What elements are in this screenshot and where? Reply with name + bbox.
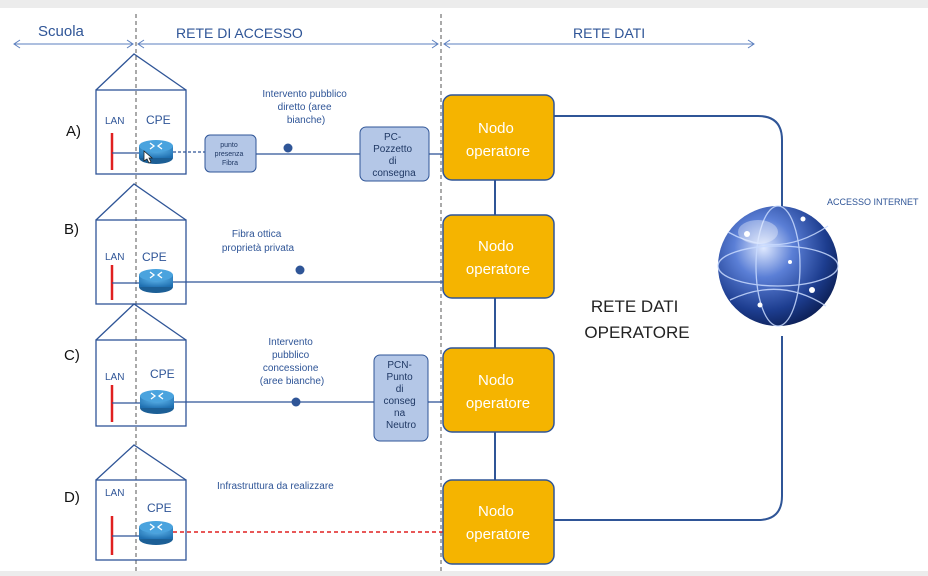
punto-presenza-fibra-label: punto presenza Fibra [215, 142, 246, 167]
header-rete-accesso: RETE DI ACCESSO [176, 25, 303, 41]
node-operatore-c: Nodo operatore [442, 347, 555, 433]
pc-pozzetto-box [359, 126, 430, 182]
globe-icon [717, 205, 839, 327]
header-scuola: Scuola [38, 23, 85, 40]
row-c-cpe-label: CPE [150, 367, 175, 381]
row-b-dot [295, 265, 305, 275]
node-operatore-b: Nodo operatore [442, 214, 555, 299]
row-c-dot [291, 397, 301, 407]
row-d-note: Infrastruttura da realizzare [217, 481, 334, 492]
svg-text:Nodo operatore: Nodo operatore [466, 238, 530, 278]
row-a-cpe-label: CPE [146, 113, 171, 127]
houses [95, 53, 187, 561]
row-c-label: C) [64, 347, 80, 364]
rete-dati-operatore-label: RETE DATI OPERATORE [584, 297, 689, 342]
router-icon [139, 269, 173, 293]
svg-text:Nodo operatore: Nodo operatore [466, 503, 530, 543]
row-b-label: B) [64, 221, 79, 238]
row-a-dot [283, 143, 293, 153]
row-b-note: Fibra ottica proprietà privata [222, 229, 295, 254]
access-lines [173, 151, 443, 403]
header-arrows [13, 39, 755, 49]
row-c-lan-label: LAN [105, 372, 124, 383]
header-rete-dati: RETE DATI [573, 25, 645, 41]
row-c-note: Intervento pubblico concessione (aree bi… [260, 337, 324, 387]
row-a-lan-label: LAN [105, 116, 124, 127]
row-b-cpe-label: CPE [142, 250, 167, 264]
row-b-lan-label: LAN [105, 252, 124, 263]
router-icon [140, 390, 174, 414]
operator-backbone [494, 115, 783, 521]
node-operatore-d: Nodo operatore [442, 479, 555, 565]
row-d-lan-label: LAN [105, 488, 124, 499]
pcn-punto-neutro-box [373, 354, 429, 442]
hand-cursor-icon [143, 150, 154, 164]
row-a-label: A) [66, 123, 81, 140]
svg-text:Nodo operatore: Nodo operatore [466, 372, 530, 412]
pcn-punto-neutro-label: PCN- Punto di conseg na Neutro [383, 360, 418, 431]
svg-text:Nodo operatore: Nodo operatore [466, 120, 530, 160]
row-a-note: Intervento pubblico diretto (aree bianch… [262, 89, 349, 126]
node-operatore-a: Nodo operatore [442, 94, 555, 181]
punto-presenza-fibra-box [204, 134, 257, 173]
row-d-label: D) [64, 489, 80, 506]
lan-links [112, 152, 140, 537]
router-icon [139, 521, 173, 545]
accesso-internet-label: ACCESSO INTERNET [827, 197, 919, 207]
pc-pozzetto-label: PC- Pozzetto di consegna [372, 132, 416, 179]
row-d-cpe-label: CPE [147, 501, 172, 515]
